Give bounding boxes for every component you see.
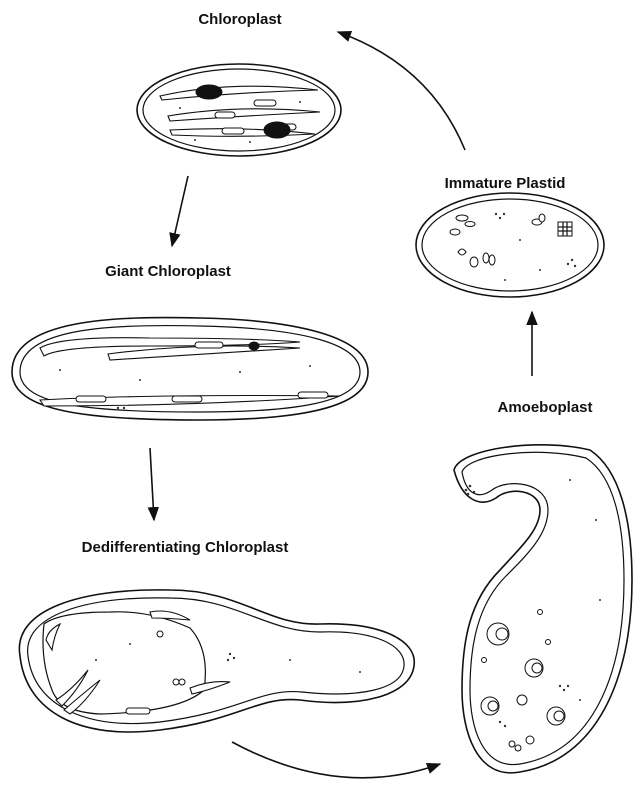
- label-giant-chloroplast: Giant Chloroplast: [105, 263, 231, 280]
- label-chloroplast: Chloroplast: [198, 11, 281, 28]
- arrow-immature-to-chloroplast: [338, 32, 465, 150]
- arrow-dediff-to-amoeboplast: [232, 742, 440, 778]
- label-immature-plastid: Immature Plastid: [445, 175, 566, 192]
- giant-chloroplast-drawing: [12, 318, 368, 420]
- label-amoeboplast: Amoeboplast: [497, 399, 592, 416]
- immature-plastid-drawing: [416, 193, 604, 297]
- arrow-giant-to-dedifferentiating: [150, 448, 154, 520]
- dedifferentiating-chloroplast-drawing: [19, 590, 414, 732]
- arrow-chloroplast-to-giant: [172, 176, 188, 246]
- amoeboplast-drawing: [454, 445, 632, 773]
- chloroplast-drawing: [137, 64, 341, 156]
- prolamellar-body: [558, 222, 572, 236]
- label-dedifferentiating-chloroplast: Dedifferentiating Chloroplast: [82, 539, 289, 556]
